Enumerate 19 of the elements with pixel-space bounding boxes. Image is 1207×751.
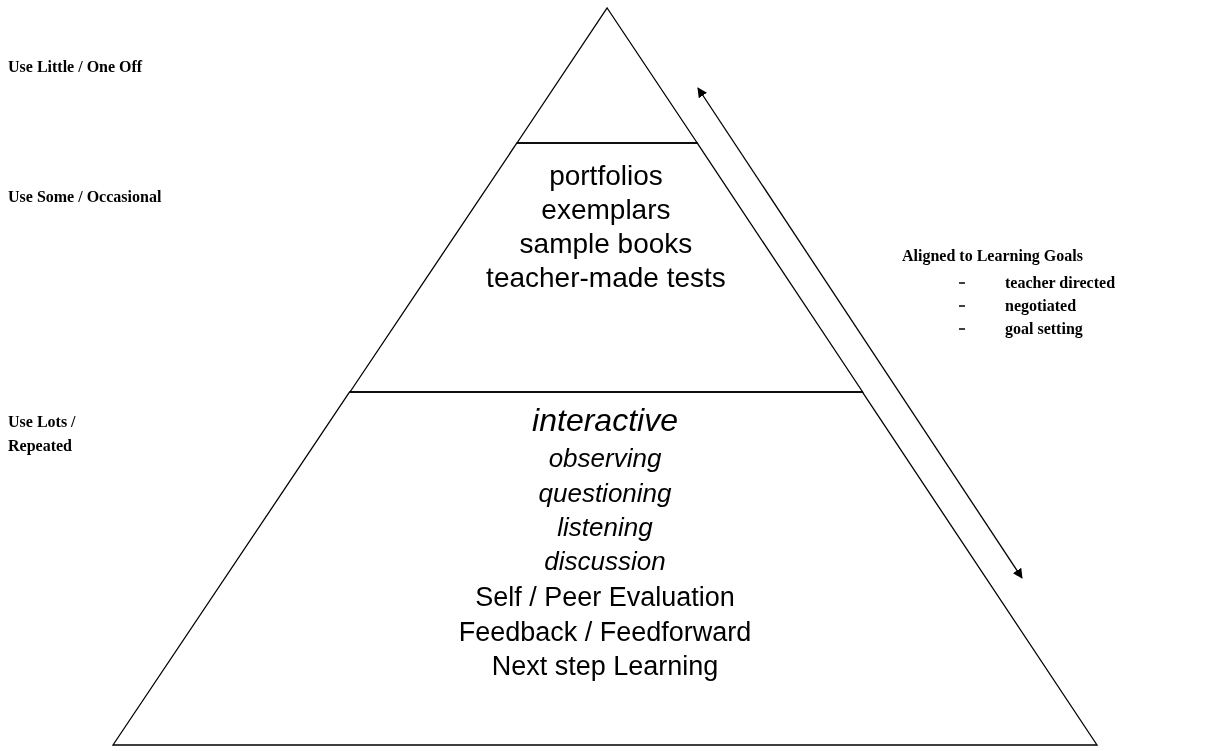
usage-label: Use Some / Occasional [8, 187, 162, 207]
pyramid-item: exemplars [541, 194, 671, 225]
pyramid-item: Feedback / Feedforward [458, 617, 752, 647]
list-item: goal setting [1005, 319, 1083, 340]
list-item: teacher directed [1005, 273, 1116, 293]
pyramid-item: Self / Peer Evaluation [475, 582, 735, 612]
pyramid-item: sample books [519, 228, 693, 259]
pyramid-item: listening [557, 512, 653, 542]
pyramid-item: observing [548, 443, 662, 473]
heading: Aligned to Learning Goals [902, 246, 1083, 267]
pyramid-item: discussion [544, 546, 666, 576]
pyramid-item: Next step Learning [491, 651, 719, 681]
usage-label: Use Little / One Off [8, 57, 143, 77]
usage-label: Use Lots / Repeated [8, 412, 77, 457]
pyramid-item: interactive [532, 402, 678, 438]
pyramid-item: questioning [538, 478, 672, 508]
pyramid-item: portfolios [549, 160, 663, 191]
pyramid-item: teacher-made tests [486, 262, 726, 293]
list-item: negotiated [1005, 296, 1077, 317]
